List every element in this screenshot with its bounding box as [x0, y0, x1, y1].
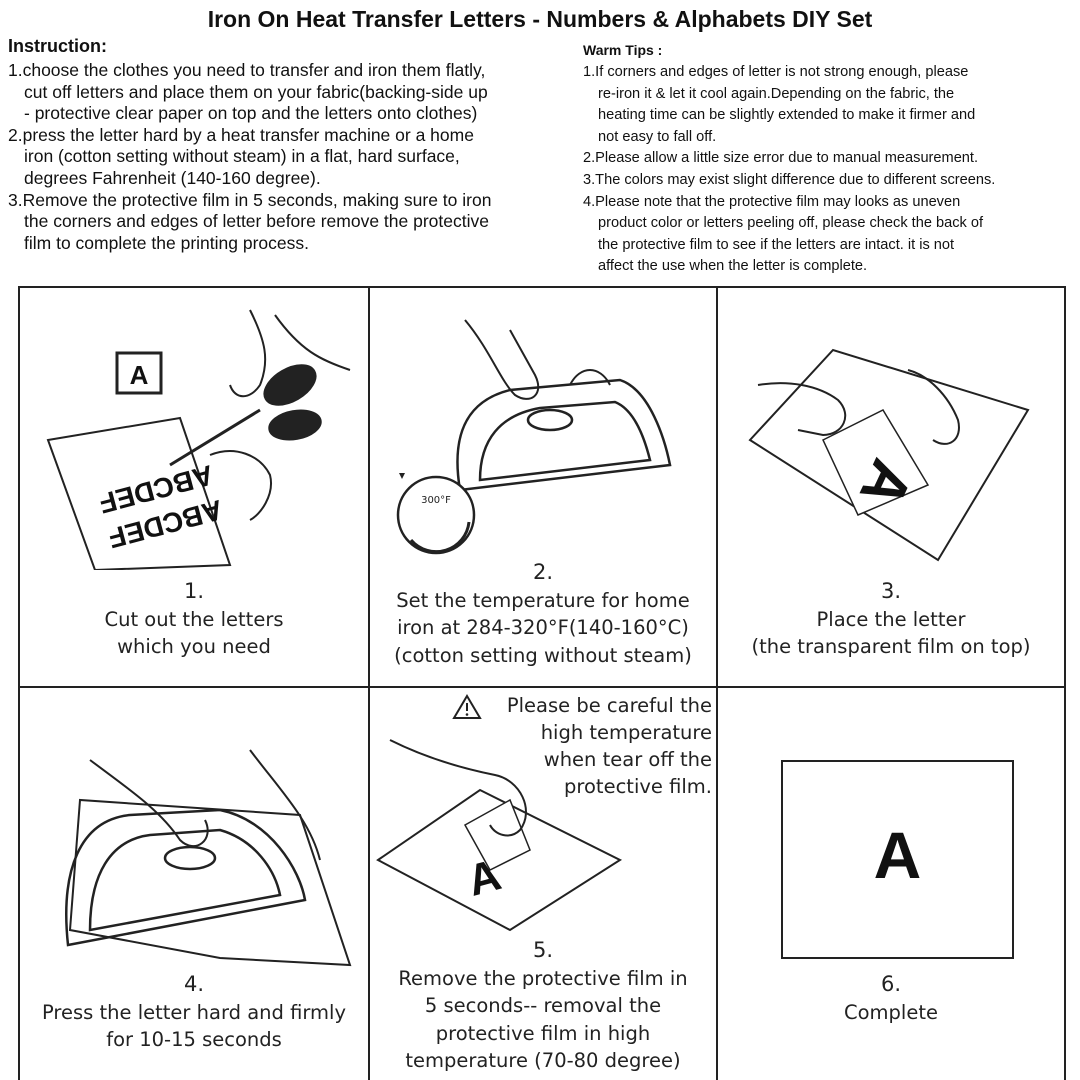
- step-1-caption: 1. Cut out the letters which you need: [20, 578, 368, 661]
- warning-text: protective film.: [564, 775, 712, 798]
- tip-line: 3.The colors may exist slight difference…: [583, 171, 996, 188]
- step-text: (the transparent film on top): [751, 635, 1031, 658]
- iron-icon: [456, 378, 672, 492]
- warm-tips-heading: Warm Tips :: [583, 42, 663, 58]
- tip-line: heating time can be slightly extended to…: [598, 107, 976, 124]
- instruction-line: iron (cotton setting without steam) in a…: [24, 146, 460, 167]
- instruction-line: degrees Fahrenheit (140-160 degree).: [24, 167, 321, 188]
- step-4-caption: 4. Press the letter hard and firmly for …: [20, 971, 368, 1054]
- instruction-line: film to complete the printing process.: [24, 232, 309, 253]
- grid-divider: [18, 286, 1066, 288]
- tip-line: 2.Please allow a little size error due t…: [583, 150, 979, 167]
- step-text: for 10-15 seconds: [106, 1028, 282, 1051]
- instruction-item: 2.press the letter hard by a heat transf…: [8, 125, 578, 190]
- press-letter-illustration: [65, 749, 352, 967]
- letter-a: A: [130, 360, 149, 390]
- fabric-sheet: [68, 798, 352, 967]
- step-text: 5 seconds-- removal the: [424, 994, 662, 1017]
- grid-divider: [1064, 286, 1066, 1080]
- warning-text: high temperature: [540, 721, 712, 744]
- instruction-line: - protective clear paper on top and the …: [24, 103, 478, 124]
- letter-a: A: [873, 818, 922, 892]
- instruction-item: 1.choose the clothes you need to transfe…: [8, 60, 578, 125]
- scissors-icon: [169, 364, 322, 467]
- tip-item: 3.The colors may exist slight difference…: [583, 170, 1080, 192]
- finished-fabric: A: [781, 760, 1014, 959]
- step-number: 6.: [880, 972, 902, 996]
- transparent-film: [822, 409, 930, 516]
- step-6-caption: 6. Complete: [718, 971, 1064, 1026]
- dial-arc: [409, 521, 471, 554]
- step-number: 5.: [532, 938, 554, 962]
- grid-divider: [368, 286, 370, 1080]
- dial-pointer: [399, 473, 405, 479]
- tip-line: product color or letters peeling off, pl…: [598, 215, 984, 232]
- step-text: Set the temperature for home: [396, 588, 690, 612]
- page-title: Iron On Heat Transfer Letters - Numbers …: [207, 6, 873, 32]
- tip-line: not easy to fall off.: [598, 128, 717, 145]
- step-number: 3.: [880, 579, 902, 603]
- temperature-dial: [396, 475, 476, 555]
- instruction-line: cut off letters and place them on your f…: [24, 81, 488, 102]
- place-letter-illustration: A: [748, 348, 1030, 562]
- hand-icon: [389, 739, 527, 837]
- tip-item: 2.Please allow a little size error due t…: [583, 148, 1080, 170]
- instruction-item: 3.Remove the protective film in 5 second…: [8, 190, 578, 255]
- instruction-line: 1.choose the clothes you need to transfe…: [8, 60, 486, 80]
- warning-text: when tear off the: [543, 748, 712, 771]
- warning-icon: [452, 694, 482, 719]
- step-5-caption: 5. Remove the protective film in 5 secon…: [370, 937, 716, 1075]
- grid-divider: [18, 286, 20, 1080]
- warm-tips-list: 1.If corners and edges of letter is not …: [583, 62, 1080, 278]
- instruction-line: the corners and edges of letter before r…: [24, 211, 489, 232]
- step-text: Cut out the letters: [104, 607, 284, 631]
- hand-icon: [464, 319, 611, 400]
- step-text: (cotton setting without steam): [394, 643, 692, 667]
- letter-box: [115, 351, 163, 395]
- step-number: 4.: [183, 972, 205, 996]
- step-text: iron at 284-320°F(140-160°C): [397, 616, 689, 639]
- tip-line: the protective film to see if the letter…: [598, 236, 955, 253]
- instruction-heading: Instruction:: [8, 36, 107, 56]
- instruction-line: 3.Remove the protective film in 5 second…: [8, 189, 492, 210]
- grid-divider: [18, 686, 1066, 688]
- tip-item: 1.If corners and edges of letter is not …: [583, 62, 1080, 148]
- step-number: 2.: [532, 560, 554, 584]
- step-text: temperature (70-80 degree): [405, 1049, 681, 1072]
- hand-icon: [209, 309, 351, 521]
- warning-note: Please be careful the high temperature w…: [450, 692, 712, 800]
- step-text: protective film in high: [435, 1021, 651, 1045]
- step-text: which you need: [117, 635, 271, 658]
- step-text: Complete: [844, 1000, 938, 1024]
- step-text: Place the letter: [816, 607, 966, 631]
- instruction-list: 1.choose the clothes you need to transfe…: [8, 60, 578, 254]
- step-2-caption: 2. Set the temperature for home iron at …: [370, 559, 716, 669]
- iron-temperature-illustration: 300°F: [396, 319, 672, 555]
- step-text: Press the letter hard and firmly: [42, 1000, 346, 1024]
- warning-text: Please be careful the: [506, 694, 712, 717]
- grid-divider: [716, 286, 718, 1080]
- dial-label: 300°F: [421, 495, 451, 506]
- iron-icon: [65, 808, 307, 947]
- cut-letters-illustration: A ABCDEF ABCDEF: [46, 309, 351, 570]
- tip-item: 4.Please note that the protective film m…: [583, 192, 1080, 278]
- step-text: Remove the protective film in: [398, 966, 688, 990]
- step-number: 1.: [183, 579, 205, 603]
- tip-line: 4.Please note that the protective film m…: [583, 193, 961, 210]
- hand-icon: [757, 369, 960, 445]
- instruction-line: 2.press the letter hard by a heat transf…: [8, 124, 474, 145]
- tip-line: affect the use when the letter is comple…: [598, 258, 868, 275]
- hand-icon: [89, 749, 321, 861]
- protective-film: [463, 798, 531, 871]
- remove-film-illustration: A: [376, 739, 623, 932]
- tip-line: re-iron it & let it cool again.Depending…: [598, 85, 955, 102]
- tip-line: 1.If corners and edges of letter is not …: [583, 64, 969, 80]
- step-3-caption: 3. Place the letter (the transparent fil…: [718, 578, 1064, 661]
